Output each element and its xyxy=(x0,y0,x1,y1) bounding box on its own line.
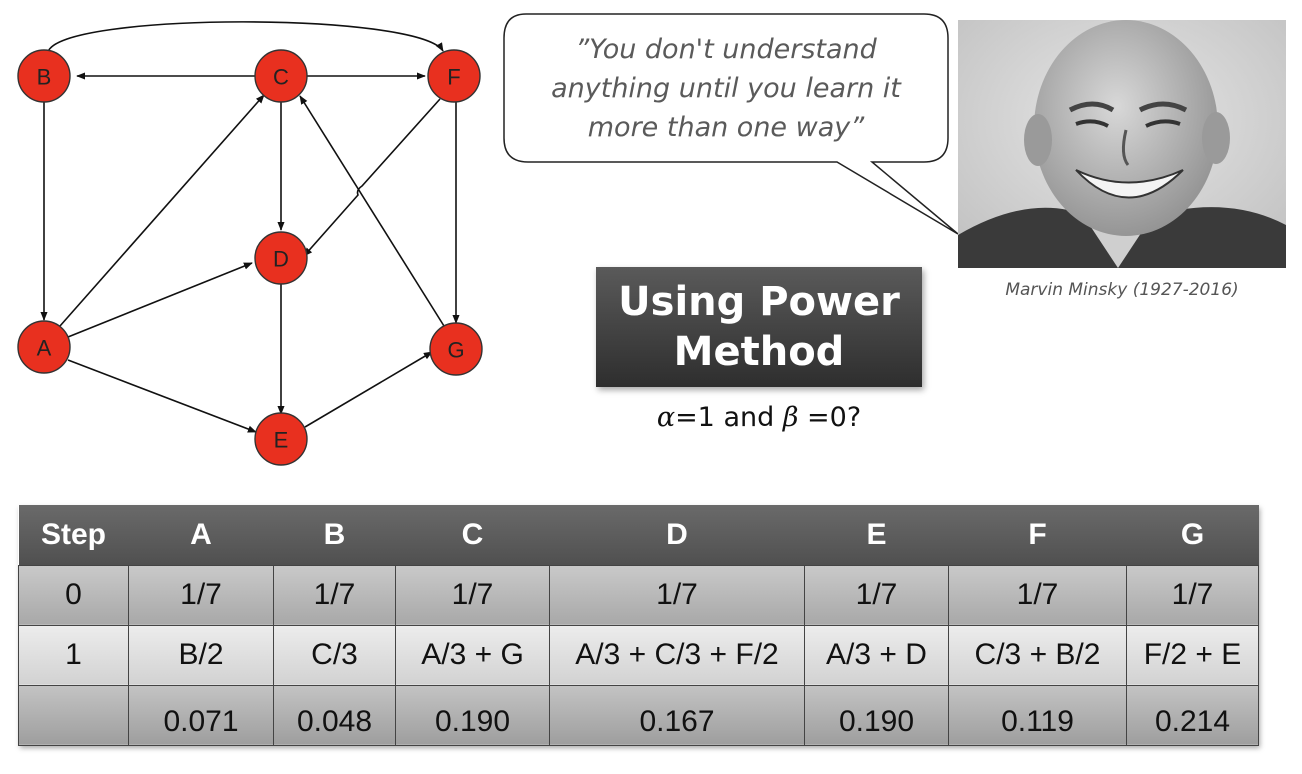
header-step: Step xyxy=(18,505,129,565)
quote-line-2: anything until you learn it xyxy=(551,73,901,104)
beta-symbol: β xyxy=(782,402,799,433)
table-cell: 0.167 xyxy=(549,684,805,746)
node-label-b: B xyxy=(37,65,52,90)
speech-bubble xyxy=(503,13,959,235)
header-c: C xyxy=(395,505,550,565)
table-cell: B/2 xyxy=(128,624,274,686)
table-cell: C/3 xyxy=(273,624,396,686)
table-cell: 0.190 xyxy=(804,684,949,746)
method-title: Using Power Method xyxy=(618,277,900,377)
node-d xyxy=(254,231,308,285)
table-row: 1 B/2 C/3 A/3 + G A/3 + C/3 + F/2 A/3 + … xyxy=(18,624,1259,686)
edge-g-c xyxy=(299,95,445,327)
edge-a-e xyxy=(67,359,257,433)
quote-text: ”You don't understand anything until you… xyxy=(514,30,938,147)
edge-e-g xyxy=(304,351,433,428)
edge-b-f xyxy=(47,21,444,53)
pagerank-table: Step A B C D E F G 0 1/7 1/7 1/7 1/7 1/7… xyxy=(18,505,1259,746)
edge-f-d xyxy=(303,98,441,257)
node-g xyxy=(429,322,483,376)
node-label-e: E xyxy=(274,428,289,453)
table-cell: 1/7 xyxy=(273,564,396,626)
table-cell: A/3 + D xyxy=(804,624,949,686)
table-header-row: Step A B C D E F G xyxy=(18,505,1259,565)
quote-line-1: ”You don't understand xyxy=(575,34,877,65)
node-e xyxy=(254,412,308,466)
table-cell: 0 xyxy=(18,564,129,626)
node-f xyxy=(427,49,481,103)
parameter-question: α=1 and β =0? xyxy=(596,402,922,433)
table-cell: 0.071 xyxy=(128,684,274,746)
node-c xyxy=(254,49,308,103)
header-d: D xyxy=(549,505,805,565)
header-g: G xyxy=(1126,505,1259,565)
directed-graph: B C F D A G E xyxy=(17,21,483,466)
table-cell: 1 xyxy=(18,624,129,686)
edge-a-d xyxy=(67,262,253,338)
table-cell: A/3 + G xyxy=(395,624,550,686)
portrait-photo xyxy=(958,20,1286,268)
method-title-box: Using Power Method xyxy=(596,267,922,387)
node-label-c: C xyxy=(273,65,289,90)
table-cell: 1/7 xyxy=(395,564,550,626)
table-cell: 0.048 xyxy=(273,684,396,746)
method-title-line-1: Using Power xyxy=(618,279,900,325)
table-cell: 0.190 xyxy=(395,684,550,746)
table-cell: 1/7 xyxy=(128,564,274,626)
table-cell xyxy=(18,684,129,746)
table-cell: 1/7 xyxy=(804,564,949,626)
table-cell: 1/7 xyxy=(549,564,805,626)
header-f: F xyxy=(948,505,1127,565)
edge-a-c xyxy=(59,94,265,327)
node-a xyxy=(17,320,71,374)
table-row: 0.071 0.048 0.190 0.167 0.190 0.119 0.21… xyxy=(18,684,1259,746)
photo-caption: Marvin Minsky (1927-2016) xyxy=(1005,280,1239,300)
table-cell: 0.119 xyxy=(948,684,1127,746)
node-label-d: D xyxy=(273,247,289,272)
beta-text: =0? xyxy=(798,402,862,433)
alpha-symbol: α xyxy=(656,402,676,433)
table-cell: F/2 + E xyxy=(1126,624,1259,686)
alpha-text: =1 and xyxy=(675,402,783,433)
table-cell: 0.214 xyxy=(1126,684,1259,746)
node-label-a: A xyxy=(37,336,52,361)
quote-line-3: more than one way” xyxy=(587,112,865,143)
table-cell: 1/7 xyxy=(948,564,1127,626)
node-label-g: G xyxy=(447,338,464,363)
header-e: E xyxy=(804,505,949,565)
header-b: B xyxy=(273,505,396,565)
header-a: A xyxy=(128,505,274,565)
node-b xyxy=(17,49,71,103)
table-row: 0 1/7 1/7 1/7 1/7 1/7 1/7 1/7 xyxy=(18,564,1259,626)
table-cell: 1/7 xyxy=(1126,564,1259,626)
table-cell: A/3 + C/3 + F/2 xyxy=(549,624,805,686)
table-cell: C/3 + B/2 xyxy=(948,624,1127,686)
method-title-line-2: Method xyxy=(673,329,845,375)
node-label-f: F xyxy=(447,65,460,90)
